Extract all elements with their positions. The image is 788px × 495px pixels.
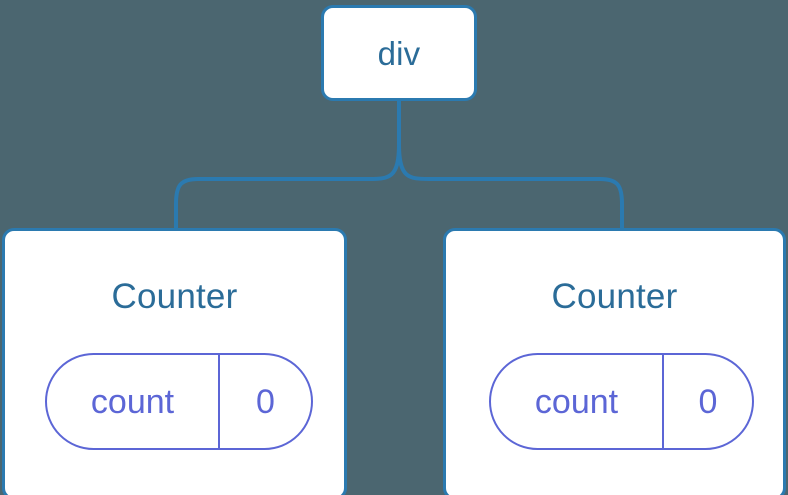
- state-value-cell-left: 0: [220, 355, 311, 448]
- node-counter-right[interactable]: Counter count 0: [443, 228, 786, 495]
- node-counter-left-label: Counter: [111, 277, 238, 316]
- node-counter-right-label: Counter: [551, 277, 678, 316]
- state-key-cell-left: count: [47, 355, 220, 448]
- state-key-cell-right: count: [491, 355, 664, 448]
- node-div[interactable]: div: [321, 5, 477, 101]
- state-value-right: 0: [698, 382, 718, 421]
- state-pill-right[interactable]: count 0: [489, 353, 754, 450]
- state-key-left: count: [90, 382, 175, 421]
- node-counter-left[interactable]: Counter count 0: [2, 228, 347, 495]
- node-div-label: div: [377, 34, 421, 72]
- state-key-right: count: [534, 382, 619, 421]
- state-value-left: 0: [256, 382, 275, 421]
- state-pill-left[interactable]: count 0: [45, 353, 313, 450]
- connector-to-right-counter: [397, 144, 624, 228]
- connector-to-left-counter: [174, 144, 401, 228]
- state-value-cell-right: 0: [664, 355, 752, 448]
